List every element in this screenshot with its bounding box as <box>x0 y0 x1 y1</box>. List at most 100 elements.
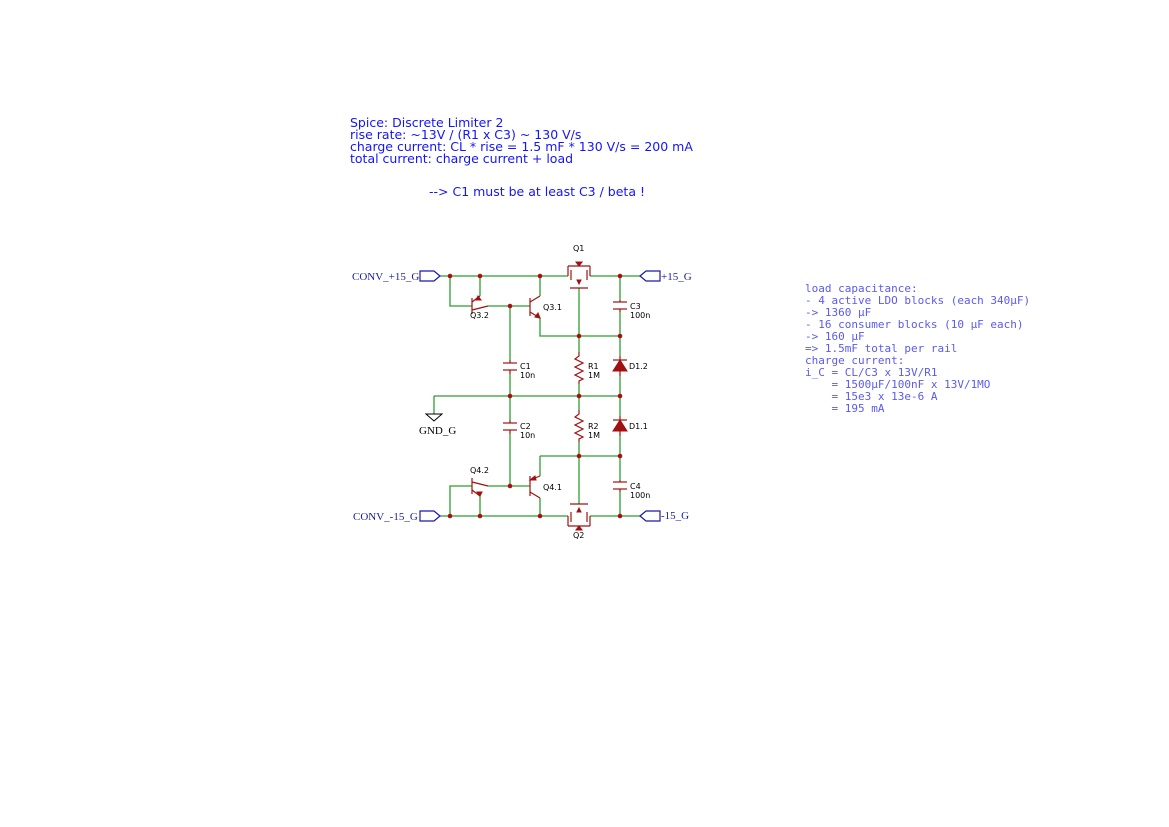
junction-dot <box>617 393 623 399</box>
bjt-q32[interactable]: Q3.2 <box>470 295 489 320</box>
junction-dot <box>576 453 582 459</box>
c2-value: 10n <box>520 431 535 440</box>
port-out-neg-label: -15_G <box>661 510 689 522</box>
q42-collector-leg <box>471 481 489 487</box>
junction-dot <box>507 393 513 399</box>
port-out-pos-label: +15_G <box>661 271 692 283</box>
junction-dot <box>576 393 582 399</box>
d12-label: D1.2 <box>629 362 648 371</box>
side-note-3: - 16 consumer blocks (10 µF each) <box>805 318 1024 331</box>
q42-arrow-icon <box>476 491 483 497</box>
side-note-2: -> 1360 µF <box>805 306 871 319</box>
junction-dot <box>576 333 582 339</box>
port-conv-pos-label: CONV_+15_G <box>352 271 419 283</box>
capacitor-c4[interactable]: C4 100n <box>613 480 650 500</box>
c4-label: C4 <box>630 482 641 491</box>
junction-dot <box>507 483 513 489</box>
q42-label: Q4.2 <box>470 466 489 475</box>
side-note-0: load capacitance: <box>805 282 918 295</box>
junctions <box>447 273 623 519</box>
port-conv-pos[interactable]: CONV_+15_G <box>352 270 441 283</box>
resistor-r2[interactable]: R2 1M <box>573 410 600 442</box>
port-out-neg-flag <box>639 510 661 522</box>
junction-dot <box>537 513 543 519</box>
junction-dot <box>447 273 453 279</box>
ground-icon <box>424 413 444 422</box>
q1-diode-icon <box>575 261 583 267</box>
note-rise-rate: rise rate: ~13V / (R1 x C3) ~ 130 V/s <box>350 127 581 142</box>
wire-q32-base-loop <box>449 276 472 307</box>
ground-label: GND_G <box>419 425 456 437</box>
junction-dot <box>477 513 483 519</box>
q31-collector-leg <box>529 295 541 303</box>
c4-value: 100n <box>630 491 650 500</box>
side-notes: load capacitance: - 4 active LDO blocks … <box>805 282 1030 415</box>
bjt-q31[interactable]: Q3.1 <box>529 295 562 319</box>
capacitor-c1[interactable]: C1 10n <box>503 360 535 380</box>
q31-label: Q3.1 <box>543 303 562 312</box>
port-out-pos[interactable]: +15_G <box>639 270 692 283</box>
wires <box>433 275 640 517</box>
r1-label: R1 <box>588 362 599 371</box>
q2-label: Q2 <box>573 531 584 540</box>
junction-dot <box>477 273 483 279</box>
mosfet-q1[interactable]: Q1 <box>567 244 591 289</box>
side-note-9: = 15e3 x 13e-6 A <box>805 390 938 403</box>
resistor-r1[interactable]: R1 1M <box>573 352 600 384</box>
d11-label: D1.1 <box>629 422 648 431</box>
side-note-6: charge current: <box>805 354 904 367</box>
q41-arrow-icon <box>528 475 537 481</box>
junction-dot <box>447 513 453 519</box>
port-conv-neg-label: CONV_-15_G <box>353 511 418 523</box>
capacitor-c3[interactable]: C3 100n <box>613 300 650 320</box>
capacitor-c2[interactable]: C2 10n <box>503 420 535 440</box>
d11-diode-icon <box>612 419 628 432</box>
wire-q42-base-loop <box>449 485 472 516</box>
bjt-q42[interactable]: Q4.2 <box>470 466 489 497</box>
c2-label: C2 <box>520 422 531 431</box>
c3-label: C3 <box>630 302 641 311</box>
side-note-8: = 1500µF/100nF x 13V/1MO <box>805 378 990 391</box>
q1-label: Q1 <box>573 244 584 253</box>
r2-value: 1M <box>588 431 600 440</box>
note-total-current: total current: charge current + load <box>350 151 573 166</box>
port-out-neg[interactable]: -15_G <box>639 510 689 522</box>
d12-diode-icon <box>612 359 628 372</box>
r1-zigzag <box>573 352 585 384</box>
port-conv-neg[interactable]: CONV_-15_G <box>353 510 441 523</box>
diode-d12[interactable]: D1.2 <box>612 356 648 376</box>
junction-dot <box>617 513 623 519</box>
q32-arrow-icon <box>475 295 482 301</box>
c1-value: 10n <box>520 371 535 380</box>
title-notes: Spice: Discrete Limiter 2 rise rate: ~13… <box>350 115 693 199</box>
bjt-q41[interactable]: Q4.1 <box>528 475 562 499</box>
r2-label: R2 <box>588 422 599 431</box>
side-note-4: -> 160 µF <box>805 330 865 343</box>
q2-diode-icon <box>575 525 583 531</box>
ground-symbol[interactable]: GND_G <box>419 413 456 437</box>
junction-dot <box>617 453 623 459</box>
junction-dot <box>617 273 623 279</box>
note-title: Spice: Discrete Limiter 2 <box>350 115 503 130</box>
wire-q31-emitter <box>539 318 620 337</box>
r1-value: 1M <box>588 371 600 380</box>
q1-arrow-icon <box>576 279 582 286</box>
junction-dot <box>507 303 513 309</box>
diode-d11[interactable]: D1.1 <box>612 416 648 436</box>
q32-collector-leg <box>471 305 489 311</box>
note-charge-current: charge current: CL * rise = 1.5 mF * 130… <box>350 139 693 154</box>
note-warning: --> C1 must be at least C3 / beta ! <box>429 184 645 199</box>
side-note-7: i_C = CL/C3 x 13V/R1 <box>805 366 937 379</box>
side-note-1: - 4 active LDO blocks (each 340µF) <box>805 294 1030 307</box>
r2-zigzag <box>573 410 585 442</box>
mosfet-q2[interactable]: Q2 <box>567 503 591 540</box>
port-conv-neg-flag <box>419 510 441 522</box>
port-conv-pos-flag <box>419 270 441 282</box>
q41-collector-leg <box>529 491 541 499</box>
junction-dot <box>617 333 623 339</box>
port-out-pos-flag <box>639 270 661 282</box>
q31-arrow-icon <box>534 311 541 319</box>
q32-label: Q3.2 <box>470 311 489 320</box>
c3-value: 100n <box>630 311 650 320</box>
